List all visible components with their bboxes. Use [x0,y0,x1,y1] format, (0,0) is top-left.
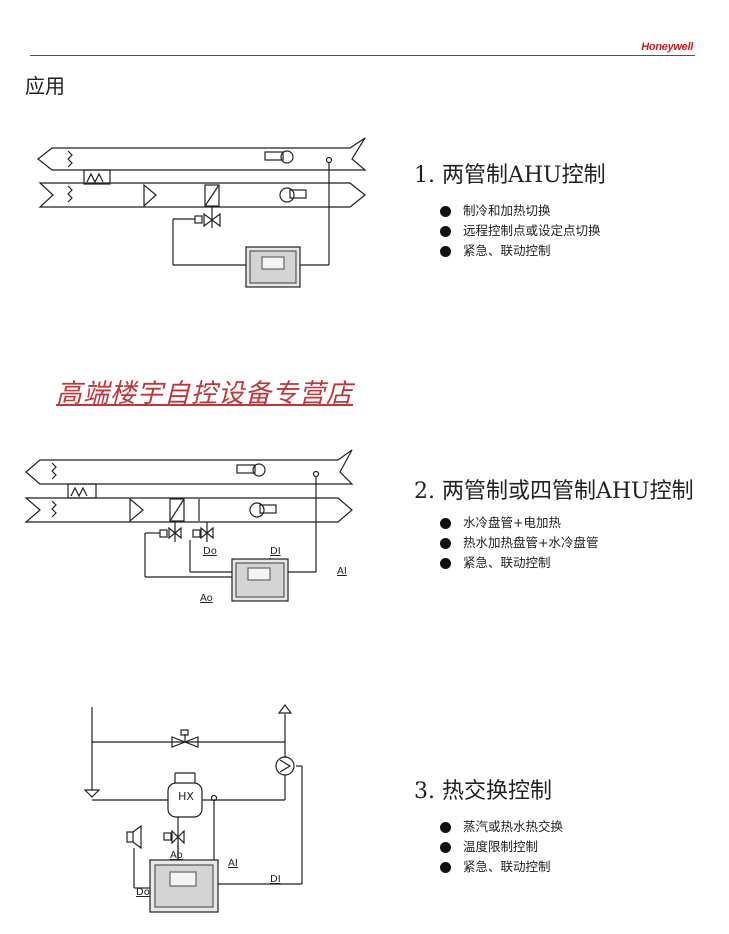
label-ao-3: Ao [170,850,183,861]
bullet-item: 紧急、联动控制 [440,857,563,877]
section-2-bullets: 水冷盘管+电加热 热水加热盘管+水冷盘管 紧急、联动控制 [440,513,598,573]
damper-box [67,483,97,499]
diagram-2-ahu [24,449,354,602]
bullet-item: 紧急、联动控制 [440,241,601,261]
label-ai-3: AI [228,858,238,869]
damper-box [83,169,111,185]
hx-label: HX [178,790,194,803]
fan-circle-icon [252,463,266,477]
return-duct [25,449,354,485]
bullet-dot-icon [440,822,451,833]
valve-icon [171,829,185,845]
fan-circle-icon [280,150,294,164]
bullet-dot-icon [440,518,451,529]
arrow-up-icon [277,704,293,714]
coil-icon [204,184,220,207]
filter-icon [51,500,57,518]
bullet-item: 紧急、联动控制 [440,553,598,573]
valve-icon [200,526,214,540]
section-1-title: 1. 两管制AHU控制 [414,163,606,188]
sensor-icon [312,470,320,478]
hx-box [167,782,203,818]
label-ao: Ao [200,593,213,604]
bullet-item: 水冷盘管+电加热 [440,513,598,533]
pump-icon [275,756,295,776]
section-1-bullets: 制冷和加热切换 远程控制点或设定点切换 紧急、联动控制 [440,201,601,261]
bullet-item: 远程控制点或设定点切换 [440,221,601,241]
supply-duct [38,182,366,208]
header-rule [30,55,695,56]
section-3-title: 3. 热交换控制 [414,779,552,804]
return-fan-icon [236,464,256,474]
valve-icon [168,526,182,540]
valve-icon [171,736,199,748]
bullet-dot-icon [440,226,451,237]
bullet-item: 制冷和加热切换 [440,201,601,221]
supply-fan-icon [249,502,265,518]
alarm-icon [126,831,134,843]
valve-icon [203,212,221,228]
watermark-text: 高端楼宇自控设备专营店 [56,379,354,409]
label-di-3: DI [270,874,281,885]
supply-duct [24,497,353,523]
bullet-dot-icon [440,862,451,873]
filter-icon [51,462,57,480]
section-3-bullets: 蒸汽或热水热交换 温度限制控制 紧急、联动控制 [440,817,563,877]
label-di: DI [270,546,281,557]
label-do-3: Do [136,887,150,898]
brand-logo: Honeywell [641,41,693,53]
bullet-dot-icon [440,538,451,549]
return-duct [37,137,367,171]
bullet-item: 热水加热盘管+水冷盘管 [440,533,598,553]
section-2-title: 2. 两管制或四管制AHU控制 [414,479,694,504]
diagram-1-ahu [37,137,367,288]
label-ai: AI [337,566,347,577]
bullet-dot-icon [440,206,451,217]
bullet-item: 蒸汽或热水热交换 [440,817,563,837]
label-do: Do [203,546,217,557]
bullet-dot-icon [440,246,451,257]
bullet-dot-icon [440,842,451,853]
bullet-dot-icon [440,558,451,569]
sensor-icon [325,156,333,164]
ground-icon [83,789,101,798]
filter-icon [67,185,73,203]
filter-icon [67,150,73,168]
coil-icon [129,497,144,523]
diagram-3-heat-exchange [83,704,303,913]
bullet-item: 温度限制控制 [440,837,563,857]
page-title: 应用 [25,74,65,98]
supply-fan-icon [279,187,295,203]
coil-icon [143,183,157,208]
coil-icon [169,498,185,522]
return-fan-icon [264,151,284,161]
